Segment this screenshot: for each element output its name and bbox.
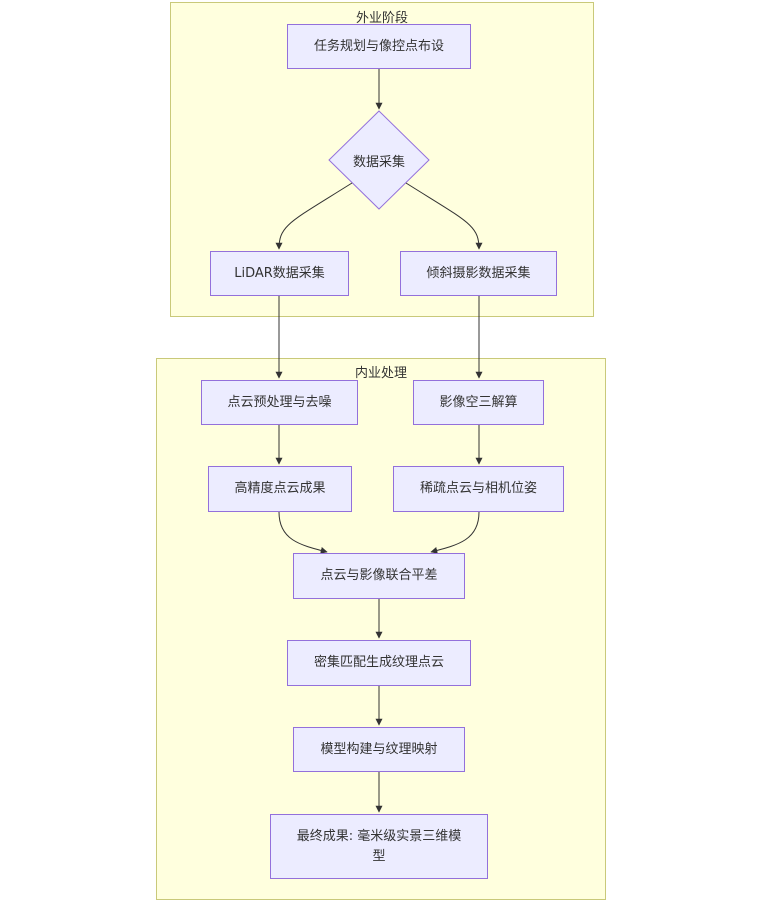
node-data-collection-label: 数据采集: [352, 154, 405, 170]
node-dense-matching: 密集匹配生成纹理点云: [287, 640, 471, 686]
node-final-result: 最终成果: 毫米级实景三维模型: [270, 814, 488, 879]
cluster-office-title: 内业处理: [354, 366, 407, 381]
edge-sparse-joint: [430, 511, 480, 554]
node-sparse-cloud-pose: 稀疏点云与相机位姿: [393, 466, 564, 512]
node-high-precision-cloud: 高精度点云成果: [208, 466, 352, 512]
node-oblique-collection: 倾斜摄影数据采集: [400, 251, 557, 296]
edge-collect-lidar: [275, 182, 353, 250]
node-model-texture: 模型构建与纹理映射: [293, 727, 465, 772]
node-aerotriangulation: 影像空三解算: [413, 380, 544, 425]
node-task-planning: 任务规划与像控点布设: [287, 24, 471, 69]
edge-hpcloud-joint: [278, 511, 328, 554]
node-preprocess-denoise: 点云预处理与去噪: [201, 380, 358, 425]
cluster-field-title: 外业阶段: [355, 11, 408, 26]
edge-collect-oblique: [405, 182, 483, 250]
decision-diamond: [328, 110, 430, 210]
node-joint-adjustment: 点云与影像联合平差: [293, 553, 465, 599]
node-lidar-collection: LiDAR数据采集: [210, 251, 349, 296]
